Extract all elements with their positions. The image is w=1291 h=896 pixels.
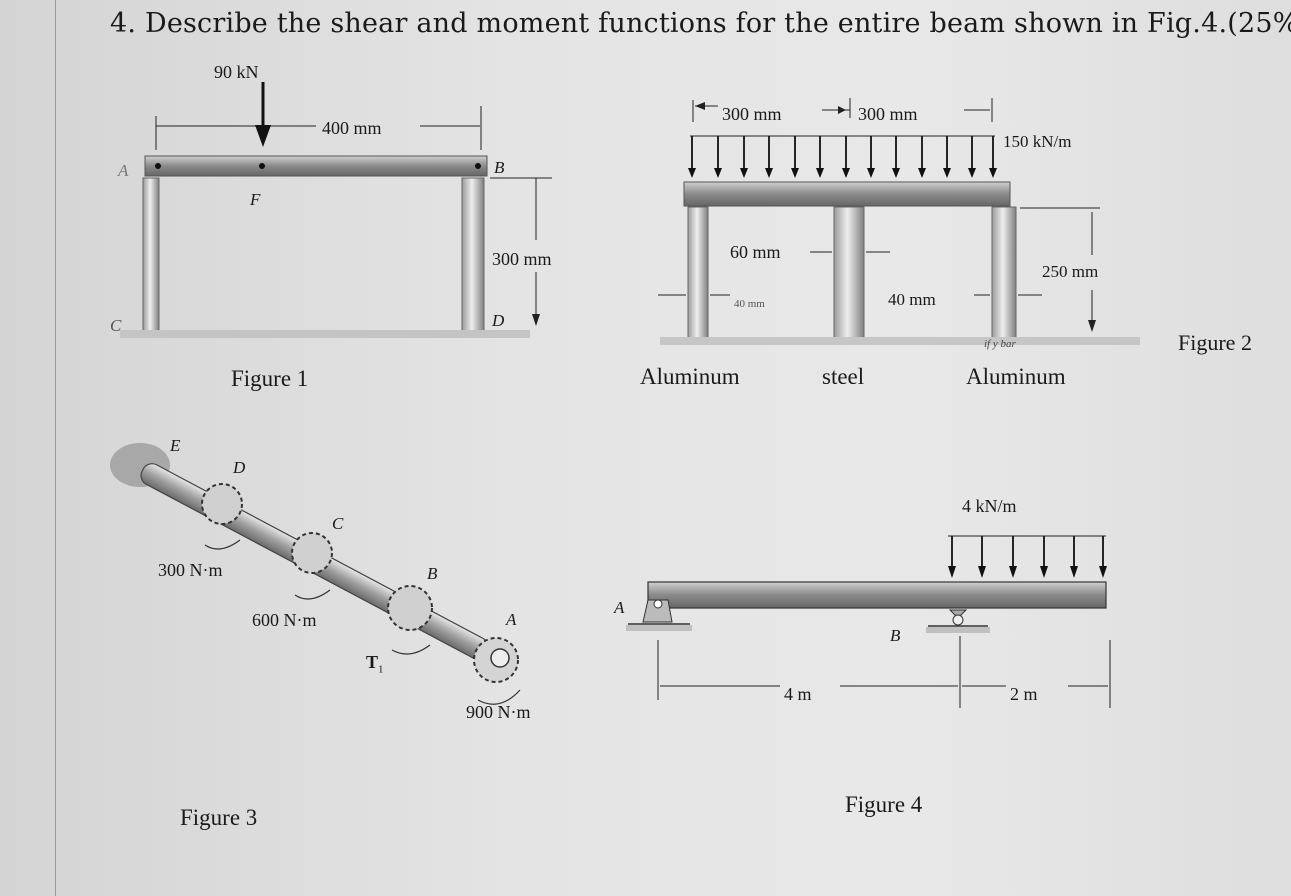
figure2-height-label: 250 mm (1042, 262, 1099, 281)
figure1-caption: Figure 1 (231, 366, 309, 391)
figure4-point-b: B (890, 626, 901, 645)
figure1-span-label: 400 mm (322, 118, 382, 138)
figure2-dia-mid: 40 mm (888, 290, 936, 309)
figure4-caption: Figure 4 (845, 792, 923, 817)
figure1-point-d: D (492, 311, 505, 330)
figure1-point-c: C (110, 316, 122, 335)
figure2-dia-small: 40 mm (734, 298, 765, 310)
figure1-drawing (120, 82, 552, 338)
figure1-point-a: A (118, 161, 129, 180)
figure4-point-a: A (614, 598, 625, 617)
figure1-point-b: B (494, 158, 505, 177)
figure3-torque-1: 300 N·m (158, 560, 223, 580)
figure3-t1-label: T1 (366, 652, 384, 676)
question-number: 4. (110, 8, 137, 39)
figure2-material-right: Aluminum (966, 364, 1066, 389)
question-text: Describe the shear and moment functions … (144, 8, 1291, 39)
figure1-height-label: 300 mm (492, 249, 552, 269)
figure2-material-mid: steel (822, 364, 865, 389)
figure3-point-e: E (170, 436, 181, 455)
figure4-span1: 4 m (784, 684, 812, 704)
figure3-point-a: A (506, 610, 517, 629)
figure2-caption: Figure 2 (1178, 330, 1252, 355)
figure3-point-b: B (427, 564, 438, 583)
figure1-load-label: 90 kN (214, 62, 259, 82)
figure2-span-left: 300 mm (722, 104, 782, 124)
figure3-drawing (110, 443, 521, 705)
figure2-material-left: Aluminum (640, 364, 740, 389)
margin-line (55, 0, 56, 896)
figure3-torque-2: 600 N·m (252, 610, 317, 630)
figure1-point-f: F (250, 190, 261, 209)
figure2-handwritten-note: if y bar (984, 338, 1016, 350)
figure4-span2: 2 m (1010, 684, 1038, 704)
figure3-caption: Figure 3 (180, 805, 258, 830)
figure3-t1-letter: T (366, 652, 379, 672)
figure2-span-right: 300 mm (858, 104, 918, 124)
figure4-drawing (626, 535, 1111, 708)
figure3-point-d: D (233, 458, 246, 477)
figure3-t1-sub: 1 (378, 663, 384, 676)
figure3-torque-3: 900 N·m (466, 702, 531, 722)
figure4-load-label: 4 kN/m (962, 496, 1017, 516)
figure2-dia-left: 60 mm (730, 242, 781, 262)
question-title: 4. Describe the shear and moment functio… (110, 8, 1291, 39)
figure3-point-c: C (332, 514, 344, 533)
figure2-drawing (658, 98, 1140, 345)
figure2-load-label: 150 kN/m (1003, 132, 1072, 151)
